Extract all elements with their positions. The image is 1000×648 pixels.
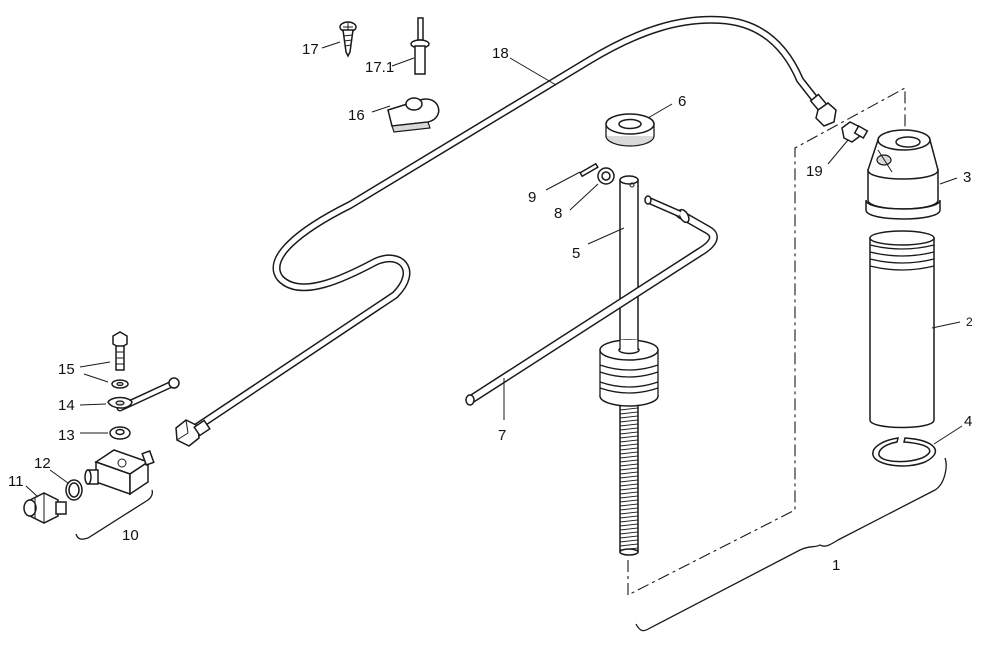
thread-line (619, 499, 639, 503)
callout-7: 7 (498, 427, 506, 444)
thread-line (619, 467, 639, 471)
washer-8 (597, 167, 615, 185)
callout-13: 13 (58, 427, 75, 444)
thread-line (619, 423, 639, 427)
thread-line (619, 435, 639, 439)
thread-line (619, 507, 639, 511)
spindle-rod-5 (619, 175, 639, 556)
thread-line (619, 407, 639, 411)
thread-line (619, 475, 639, 479)
callout-labels: 17 17.1 16 18 6 9 8 5 7 19 3 2 4 1 15 14… (8, 41, 973, 574)
thread-line (619, 411, 639, 415)
callout-11: 11 (8, 473, 24, 490)
hose-fitting-left (175, 419, 211, 447)
thread-line (619, 459, 639, 463)
callout-1: 1 (832, 557, 840, 574)
thread-line (619, 439, 639, 443)
thread-line (619, 531, 639, 535)
thread-line (619, 487, 639, 491)
hose-18 (175, 15, 837, 447)
thread-line (619, 539, 639, 543)
callout-12: 12 (34, 455, 51, 472)
lever-14 (107, 377, 180, 412)
thread-line (619, 527, 639, 531)
piston-seal-stack (599, 339, 659, 407)
thread-line (619, 447, 639, 451)
hose-fitting-right (809, 93, 837, 127)
thread-line (619, 451, 639, 455)
washer-13 (109, 426, 131, 440)
thread-line (619, 543, 639, 547)
thread-line (619, 479, 639, 483)
thread-line (619, 427, 639, 431)
thread-line (619, 519, 639, 523)
thread-line (619, 495, 639, 499)
callout-18: 18 (492, 45, 509, 62)
thread-line (619, 443, 639, 447)
callout-19: 19 (806, 163, 823, 180)
cap-3 (865, 129, 941, 220)
callout-6: 6 (678, 93, 686, 110)
thread-line (619, 455, 639, 459)
fitting-19 (841, 121, 869, 143)
group-bracket-10 (75, 489, 154, 540)
thread-line (619, 431, 639, 435)
cylinder-2 (869, 230, 935, 429)
callout-5: 5 (572, 245, 580, 262)
thread-line (619, 511, 639, 515)
thread-line (619, 503, 639, 507)
thread-line (619, 463, 639, 467)
adapter-11 (23, 492, 67, 524)
snap-ring-4 (872, 437, 937, 467)
callout-9: 9 (528, 189, 536, 206)
callout-17: 17 (302, 41, 319, 58)
callout-10: 10 (122, 527, 139, 544)
assembly-outline (627, 87, 906, 596)
thread-line (619, 471, 639, 475)
group-bracket-1 (635, 457, 947, 632)
handle-7 (465, 195, 718, 406)
callout-2: 2 (966, 315, 973, 329)
bolt-15 (111, 331, 129, 389)
thread-line (619, 415, 639, 419)
ball-valve-10 (84, 449, 155, 496)
callout-16: 16 (348, 107, 365, 124)
callout-14: 14 (58, 397, 75, 414)
thread-line (619, 483, 639, 487)
bearing-ring-6 (605, 113, 655, 147)
thread-line (619, 535, 639, 539)
screw-17 (339, 21, 357, 58)
callout-4: 4 (964, 413, 972, 430)
leader-lines (25, 41, 963, 498)
thread-line (619, 523, 639, 527)
clip-16 (387, 97, 440, 133)
callout-17-1: 17.1 (365, 59, 394, 76)
thread-line (619, 515, 639, 519)
o-ring-12 (65, 479, 83, 501)
callout-15: 15 (58, 361, 75, 378)
pin-9 (579, 162, 599, 178)
callout-3: 3 (963, 169, 971, 186)
callout-8: 8 (554, 205, 562, 222)
rivet-17-1 (410, 17, 430, 75)
thread-line (619, 419, 639, 423)
thread-line (619, 491, 639, 495)
